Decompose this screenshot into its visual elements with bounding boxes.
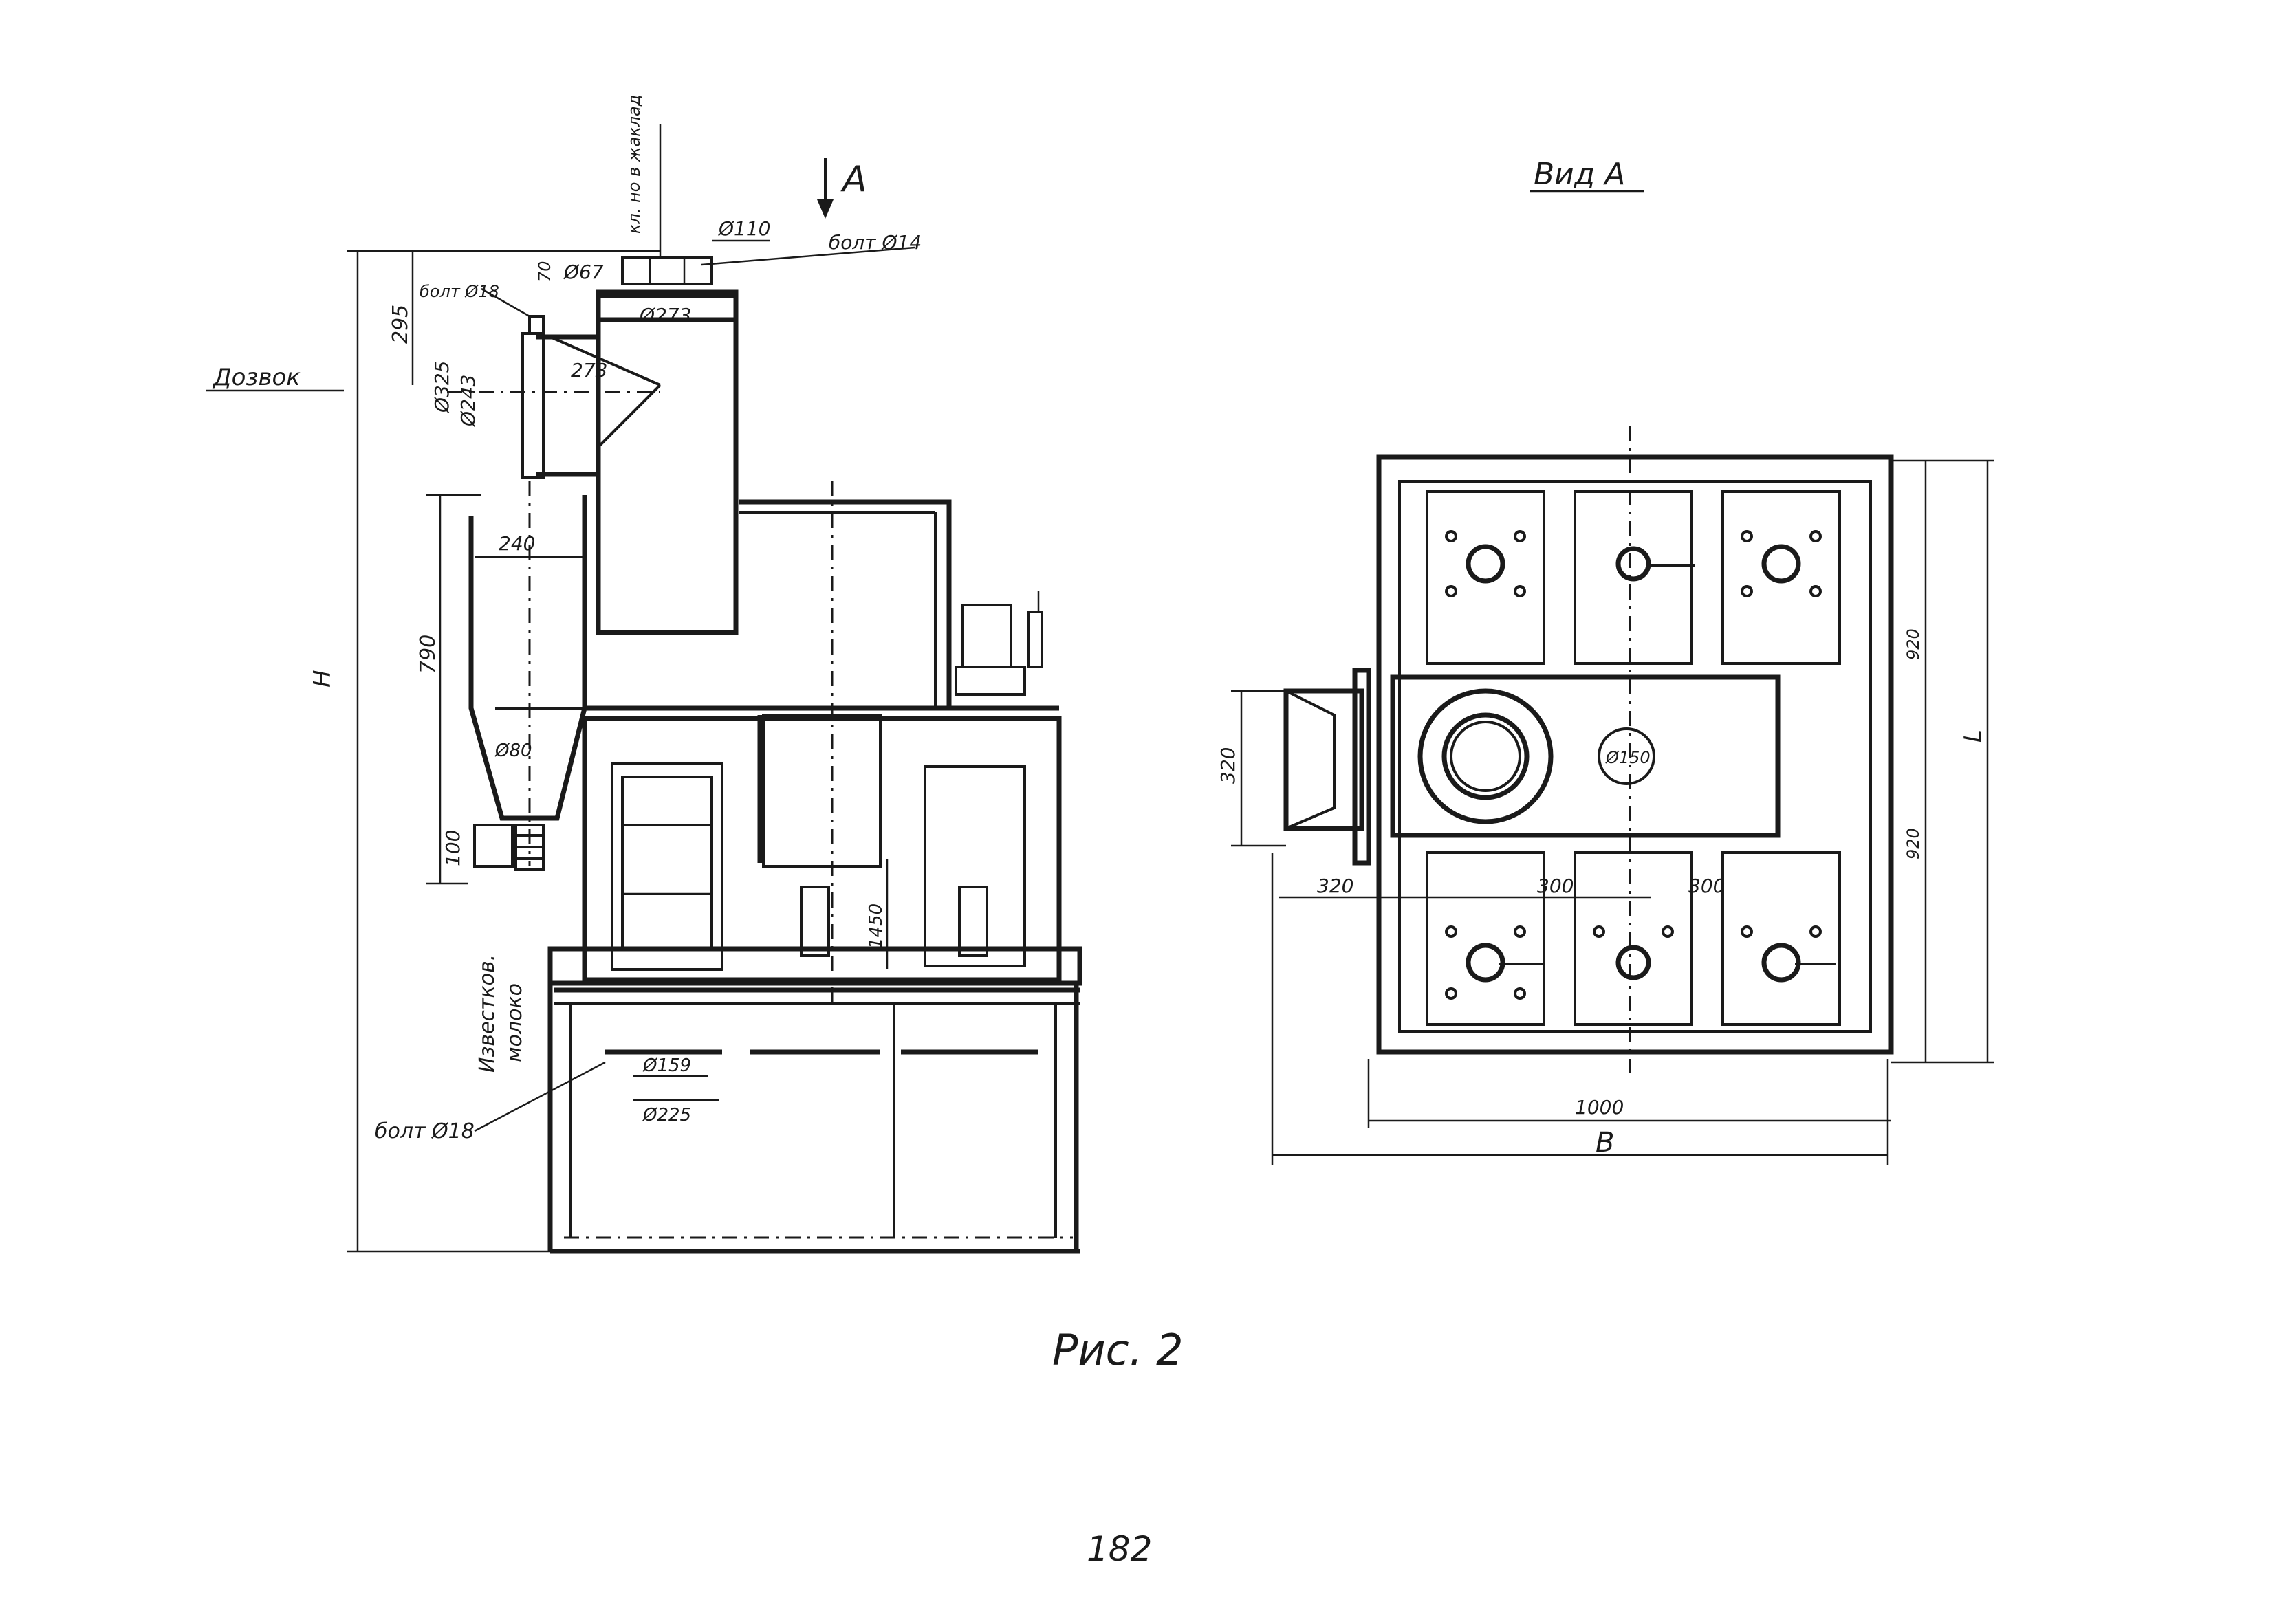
filter-cells: 1450 [582, 714, 1062, 983]
plan-dim-300-b: 300 [1688, 875, 1725, 897]
plan-view: Вид А Ø150 [1217, 157, 1994, 1165]
drive-motor [955, 591, 1043, 696]
inlet-arrow: Дозвок [206, 364, 344, 392]
front-view: Н 295 790 100 кл. но в жаклад Ø110 болт … [206, 95, 1082, 1254]
page-number: 182 [1087, 1529, 1152, 1569]
plan-dim-920-top: 920 [1904, 628, 1923, 660]
lime-label-1: Известков. [475, 954, 499, 1073]
dia-label-67: Ø67 [563, 261, 604, 283]
left-dimension-chain: 295 790 100 [389, 251, 481, 885]
plan-horizontal-dims: 320 300 300 [1279, 875, 1725, 899]
inlet-pipe: 273 Ø325 Ø243 болт Ø18 [420, 282, 662, 479]
bolt-label-top: болт Ø14 [829, 231, 922, 254]
dia-label-159: Ø159 [642, 1055, 691, 1076]
plan-bottom-dims: 1000 B [1271, 853, 1891, 1165]
plan-dim-1000: 1000 [1575, 1096, 1624, 1119]
plan-central-header: Ø150 [1283, 668, 1781, 866]
base-frame: Ø159 Ø225 [547, 946, 1082, 1254]
plan-dim-300-a: 300 [1537, 875, 1574, 897]
plan-dim-L: L [1959, 729, 1987, 743]
dia-label-110: Ø110 [718, 217, 770, 240]
plan-dim-B: B [1596, 1127, 1614, 1159]
label-top-vertical: кл. но в жаклад [624, 95, 644, 234]
dim-label-295: 295 [389, 305, 413, 344]
dia-label-80: Ø80 [494, 740, 532, 761]
dim-label-790: 790 [416, 635, 440, 674]
dim-label-273: 273 [571, 359, 607, 382]
dim-label-70: 70 [535, 261, 554, 282]
dia-label-273-top: Ø273 [639, 304, 691, 327]
plan-left-dims: 320 [1217, 690, 1286, 847]
side-annotations: Известков. молоко болт Ø18 [375, 954, 606, 1143]
dim-label-H: Н [309, 670, 336, 688]
dim-label-1450: 1450 [866, 903, 886, 949]
top-nozzle: кл. но в жаклад Ø110 болт Ø14 Ø67 70 [535, 95, 922, 322]
lime-label-2: молоко [503, 983, 527, 1062]
plan-top-cells [1426, 490, 1841, 665]
plan-dim-320-v: 320 [1217, 747, 1239, 784]
plan-view-title: Вид А [1534, 157, 1625, 192]
view-arrow-label: А [840, 159, 867, 200]
height-dimension: Н [309, 250, 660, 1253]
dia-label-325: Ø325 [431, 361, 453, 413]
dim-label-240: 240 [499, 532, 535, 555]
dim-label-100: 100 [442, 830, 464, 866]
plan-dia-flange: Ø150 [1605, 748, 1651, 767]
plan-dim-320-h: 320 [1317, 875, 1353, 897]
inlet-label: Дозвок [212, 364, 301, 391]
dia-label-243: Ø243 [457, 375, 479, 427]
hopper: 240 Ø80 [468, 481, 587, 871]
view-arrow-A: А [817, 158, 867, 219]
plan-bottom-cells [1426, 851, 1841, 1026]
dia-label-225: Ø225 [642, 1105, 691, 1126]
inner-cylinder: Ø273 [596, 293, 739, 635]
figure-caption: Рис. 2 [1052, 1325, 1184, 1375]
bolt-label-bottom: болт Ø18 [375, 1119, 475, 1143]
plan-right-dims: 920 L 920 [1891, 459, 1994, 1064]
plan-dim-920-bottom: 920 [1904, 828, 1923, 859]
